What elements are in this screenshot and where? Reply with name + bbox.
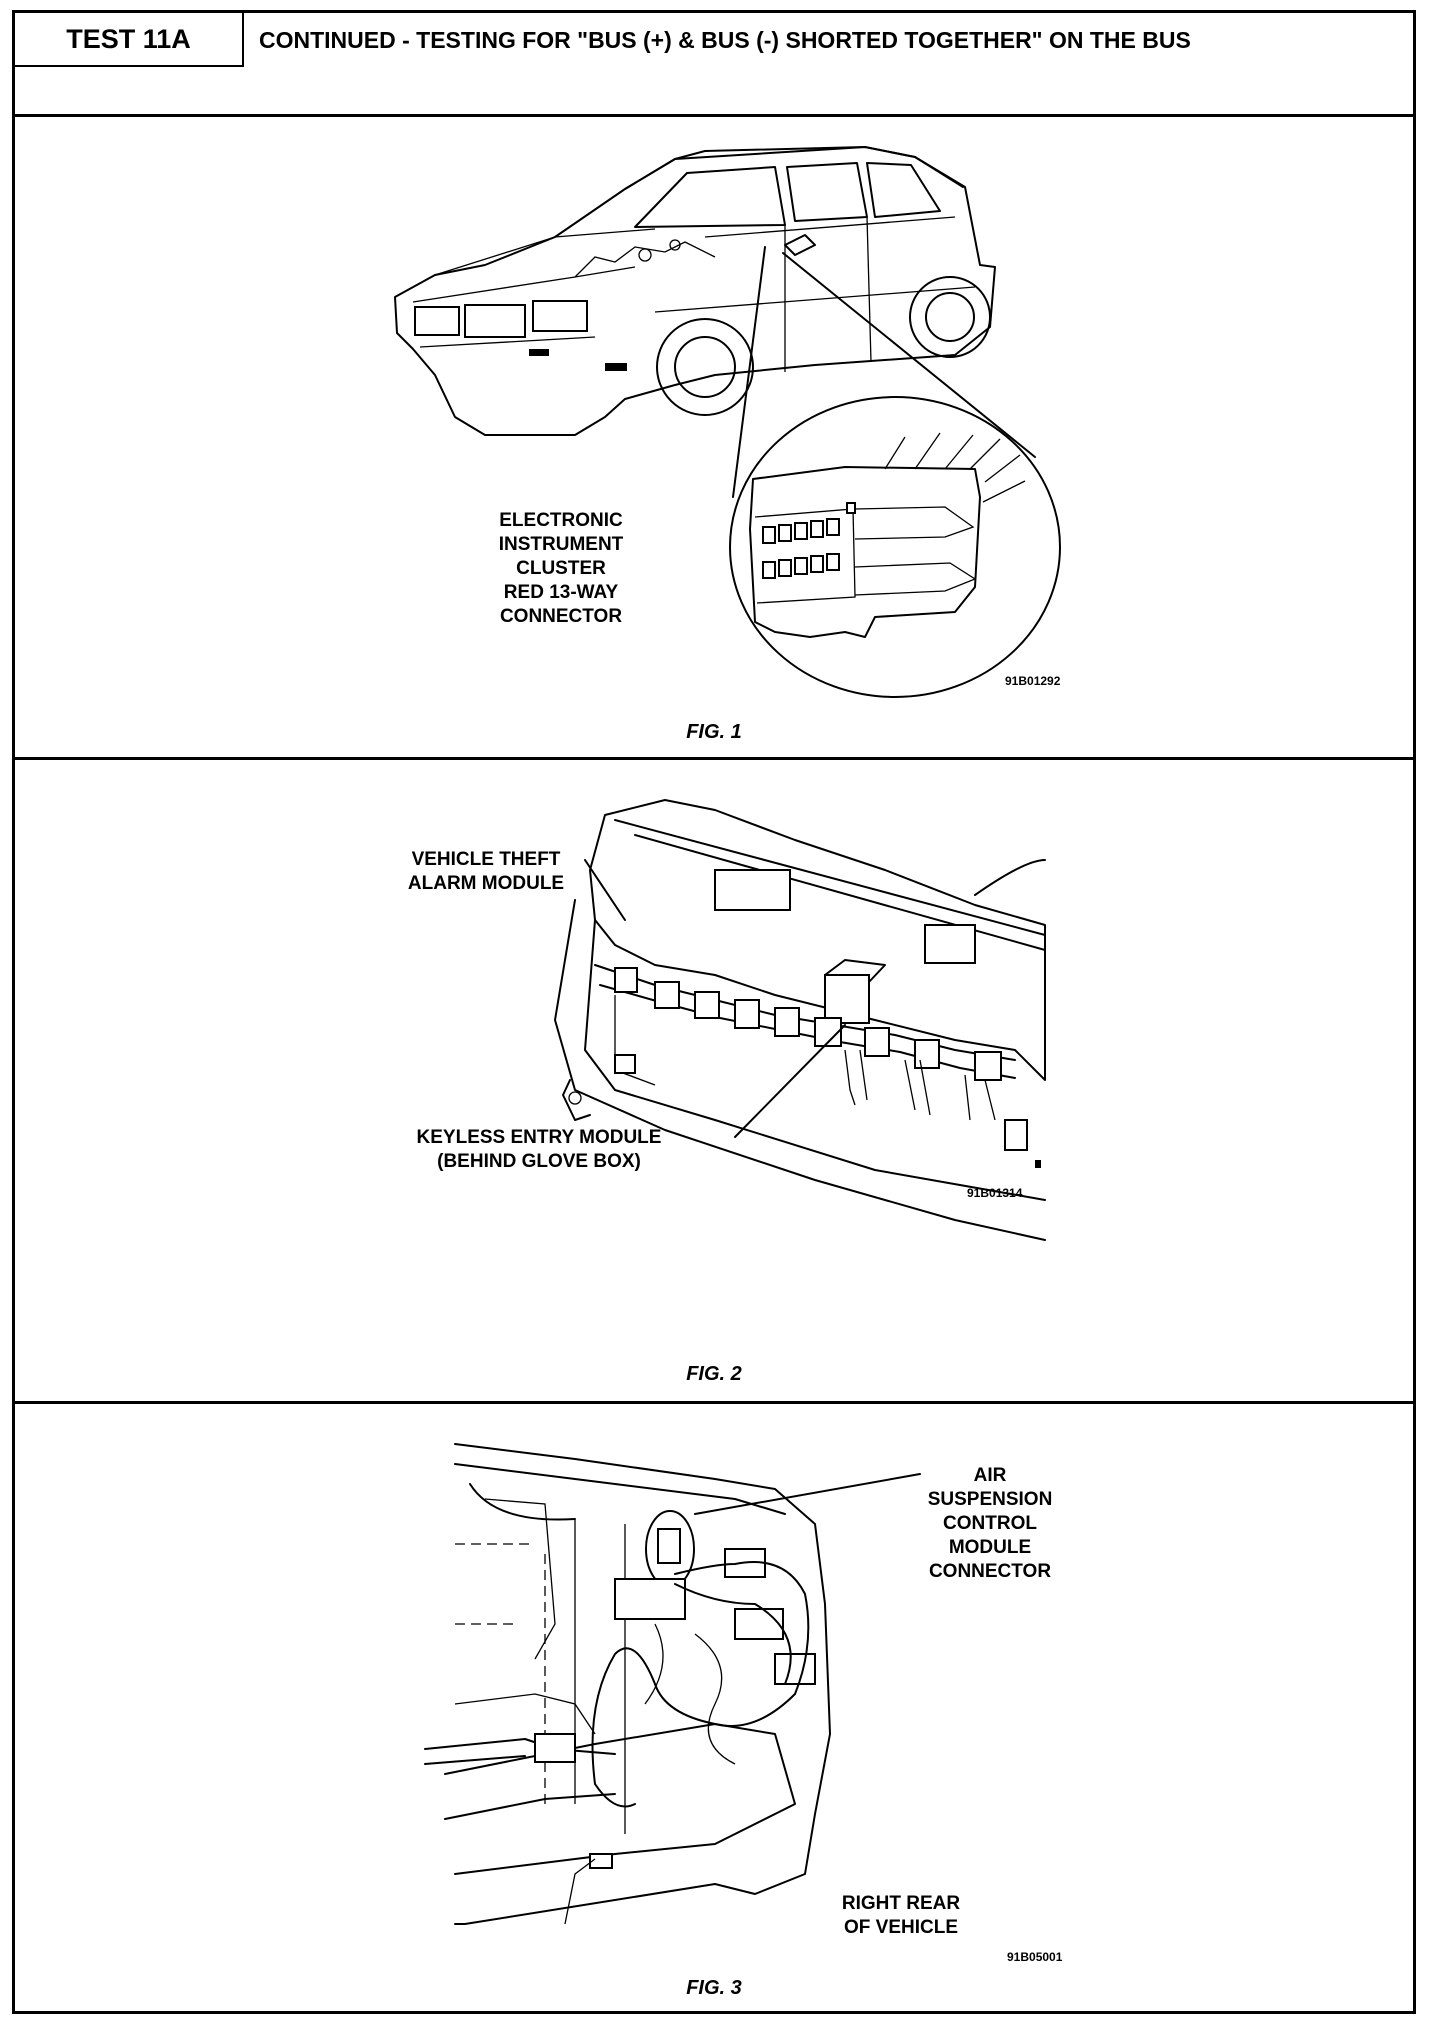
label-line: AIR xyxy=(973,1465,1007,1486)
figure-3-panel: AIR SUSPENSION CONTROL MODULE CONNECTOR … xyxy=(15,1404,1413,2011)
label-line: MODULE xyxy=(948,1537,1032,1558)
instrument-cluster-connector-label: ELECTRONIC INSTRUMENT CLUSTER RED 13-WAY… xyxy=(471,509,651,629)
label-line: KEYLESS ENTRY MODULE xyxy=(416,1127,662,1148)
dash-wiring-illustration xyxy=(554,799,1046,1241)
service-manual-page: TEST 11A CONTINUED - TESTING FOR "BUS (+… xyxy=(12,10,1416,2014)
label-line: INSTRUMENT xyxy=(498,534,624,555)
label-line: (BEHIND GLOVE BOX) xyxy=(437,1151,641,1172)
figure-code: 91B05001 xyxy=(1007,1950,1063,1964)
label-line: VEHICLE THEFT xyxy=(411,849,561,870)
label-line: CLUSTER xyxy=(516,558,606,579)
test-number-label: TEST 11A xyxy=(15,13,244,67)
test-header: TEST 11A CONTINUED - TESTING FOR "BUS (+… xyxy=(15,13,1413,117)
figure-1-panel: ELECTRONIC INSTRUMENT CLUSTER RED 13-WAY… xyxy=(15,117,1413,760)
label-line: CONNECTOR xyxy=(928,1561,1052,1582)
figure-code: 91B01314 xyxy=(967,1186,1023,1200)
figure-2-panel: VEHICLE THEFT ALARM MODULE KEYLESS ENTRY… xyxy=(15,760,1413,1404)
car-connector-illustration xyxy=(394,146,1061,698)
label-line: OF VEHICLE xyxy=(843,1917,958,1938)
label-line: ALARM MODULE xyxy=(407,873,565,894)
theft-alarm-module-label: VEHICLE THEFT ALARM MODULE xyxy=(381,848,591,896)
label-line: SUSPENSION xyxy=(927,1489,1053,1510)
label-line: CONNECTOR xyxy=(499,606,623,627)
air-suspension-connector-label: AIR SUSPENSION CONTROL MODULE CONNECTOR xyxy=(915,1464,1065,1584)
label-line: RIGHT REAR xyxy=(841,1893,961,1914)
figure-caption: FIG. 1 xyxy=(686,721,742,743)
right-rear-of-vehicle-label: RIGHT REAR OF VEHICLE xyxy=(821,1892,981,1940)
figure-code: 91B01292 xyxy=(1005,674,1061,688)
label-line: ELECTRONIC xyxy=(499,510,623,531)
figure-caption: FIG. 2 xyxy=(686,1363,742,1385)
rear-compartment-illustration xyxy=(424,1443,921,1925)
label-line: RED 13-WAY xyxy=(503,582,619,603)
label-line: CONTROL xyxy=(943,1513,1037,1534)
keyless-entry-module-label: KEYLESS ENTRY MODULE (BEHIND GLOVE BOX) xyxy=(369,1126,709,1174)
figure-caption: FIG. 3 xyxy=(686,1977,742,1999)
test-title: CONTINUED - TESTING FOR "BUS (+) & BUS (… xyxy=(259,26,1191,53)
